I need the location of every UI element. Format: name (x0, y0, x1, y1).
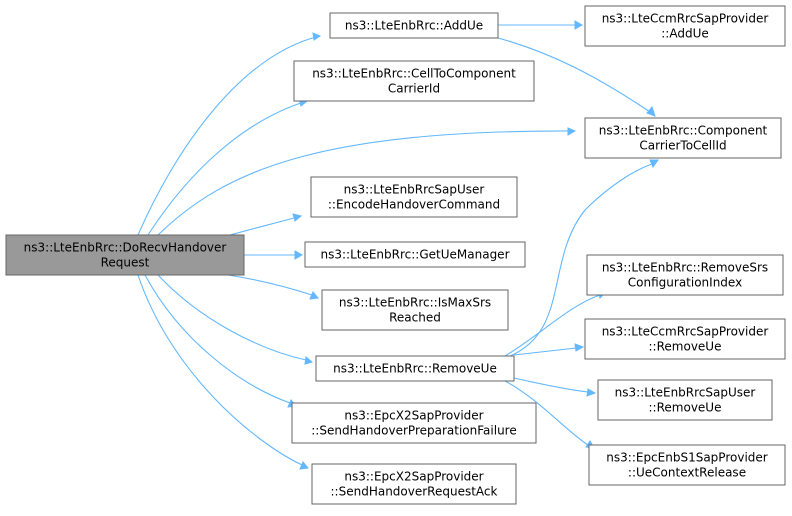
node-label: ::SendHandoverRequestAck (331, 485, 498, 499)
edge-line (504, 380, 589, 446)
node-label: ns3::LteEnbRrc::AddUe (345, 19, 483, 33)
edge-root-to-addue (137, 32, 322, 236)
arrowhead-icon (294, 250, 304, 260)
node-label: ns3::LteEnbRrc::Component (599, 124, 768, 138)
node-label: ns3::LteCcmRrcSapProvider (602, 12, 769, 26)
edge-line (147, 100, 308, 236)
node-label: CarrierId (388, 82, 440, 96)
edge-line (157, 130, 576, 236)
node-ccm_removeue[interactable]: ns3::LteCcmRrcSapProvider::RemoveUe (584, 318, 786, 360)
node-box (311, 463, 517, 505)
node-label: ns3::LteEnbRrc::IsMaxSrs (339, 296, 491, 310)
edge-line (513, 347, 577, 356)
node-box (310, 176, 518, 218)
edge-root-to-cctocell (157, 127, 577, 236)
edge-line (229, 215, 302, 236)
node-box (586, 254, 784, 296)
node-box (315, 355, 515, 382)
node-label: ns3::LteEnbRrc::CellToComponent (312, 67, 516, 81)
node-removeue[interactable]: ns3::LteEnbRrc::RemoveUe (315, 355, 515, 382)
node-label: CarrierToCellId (639, 139, 726, 153)
arrowhead-icon (586, 388, 597, 397)
node-box (597, 379, 773, 421)
arrowhead-icon (309, 291, 319, 300)
node-label: ns3::LteEnbRrc::DoRecvHandover (24, 241, 227, 255)
node-box (291, 402, 537, 444)
edge-line (144, 274, 291, 404)
arrowhead-icon (649, 159, 659, 169)
edge-addue-to-ccm_addue (498, 20, 584, 30)
arrowhead-icon (304, 356, 314, 365)
node-box (293, 60, 535, 102)
node-label: ns3::LteEnbRrc::RemoveSrs (602, 261, 768, 275)
node-ccm_addue[interactable]: ns3::LteCcmRrcSapProvider::AddUe (584, 5, 786, 47)
node-box (584, 117, 782, 159)
edge-root-to-encode (229, 213, 303, 236)
node-label: ::AddUe (661, 27, 708, 41)
edge-removeue-to-sap_removeue (513, 377, 597, 397)
edge-line (137, 274, 303, 466)
edge-line (227, 274, 313, 296)
edge-root-to-ismax (227, 274, 319, 300)
edge-addue-to-cctocell (497, 37, 656, 117)
edge-root-to-x2fail (144, 274, 297, 408)
node-s1release[interactable]: ns3::EpcEnbS1SapProvider::UeContextRelea… (588, 444, 786, 486)
node-box (584, 5, 786, 47)
node-label: ::UeContextRelease (628, 466, 746, 480)
node-label: ns3::EpcEnbS1SapProvider (606, 451, 767, 465)
node-box (321, 289, 509, 331)
node-label: ::SendHandoverPreparationFailure (311, 424, 516, 438)
edge-line (513, 377, 589, 393)
arrowhead-icon (292, 213, 303, 222)
edge-root-to-x2ack (137, 274, 309, 470)
edge-line (509, 163, 653, 357)
edge-line (497, 37, 651, 113)
arrowhead-icon (312, 32, 322, 41)
arrowhead-icon (646, 105, 656, 117)
arrowhead-icon (574, 20, 584, 30)
node-box (5, 234, 245, 276)
node-label: ConfigurationIndex (628, 276, 742, 290)
node-box (329, 12, 499, 39)
node-addue[interactable]: ns3::LteEnbRrc::AddUe (329, 12, 499, 39)
node-box (588, 444, 786, 486)
node-label: ns3::LteEnbRrc::RemoveUe (333, 362, 497, 376)
node-getue[interactable]: ns3::LteEnbRrc::GetUeManager (304, 241, 526, 268)
node-encode[interactable]: ns3::LteEnbRrcSapUser::EncodeHandoverCom… (310, 176, 518, 218)
node-label: ::EncodeHandoverCommand (328, 198, 500, 212)
edge-root-to-getue (244, 250, 304, 260)
edge-removeue-to-cctocell (509, 159, 659, 357)
node-x2fail[interactable]: ns3::EpcX2SapProvider::SendHandoverPrepa… (291, 402, 537, 444)
node-label: ns3::LteEnbRrc::GetUeManager (321, 248, 510, 262)
node-removesrs[interactable]: ns3::LteEnbRrc::RemoveSrsConfigurationIn… (586, 254, 784, 296)
arrowhead-icon (567, 127, 577, 136)
node-label: ns3::LteEnbRrcSapUser (344, 183, 485, 197)
edge-root-to-celltocc (147, 98, 309, 236)
node-label: ::RemoveUe (649, 340, 722, 354)
edge-line (157, 274, 307, 361)
node-label: ns3::LteEnbRrcSapUser (615, 386, 756, 400)
node-x2ack[interactable]: ns3::EpcX2SapProvider::SendHandoverReque… (311, 463, 517, 505)
node-label: ns3::LteCcmRrcSapProvider (602, 325, 769, 339)
node-label: ns3::EpcX2SapProvider (344, 409, 483, 423)
node-label: ns3::EpcX2SapProvider (344, 470, 483, 484)
node-label: Request (101, 256, 150, 270)
call-nodes: ns3::LteEnbRrc::DoRecvHandoverRequestns3… (5, 5, 786, 505)
node-sap_removeue[interactable]: ns3::LteEnbRrcSapUser::RemoveUe (597, 379, 773, 421)
edge-removeue-to-ccm_removeue (513, 343, 585, 356)
node-label: ::RemoveUe (649, 401, 722, 415)
node-box (304, 241, 526, 268)
edge-root-to-removeue (157, 274, 314, 365)
arrowhead-icon (574, 343, 585, 352)
arrowhead-icon (299, 461, 309, 470)
node-label: Reached (389, 311, 441, 325)
edge-line (137, 35, 321, 236)
node-box (584, 318, 786, 360)
edge-line (504, 294, 601, 357)
